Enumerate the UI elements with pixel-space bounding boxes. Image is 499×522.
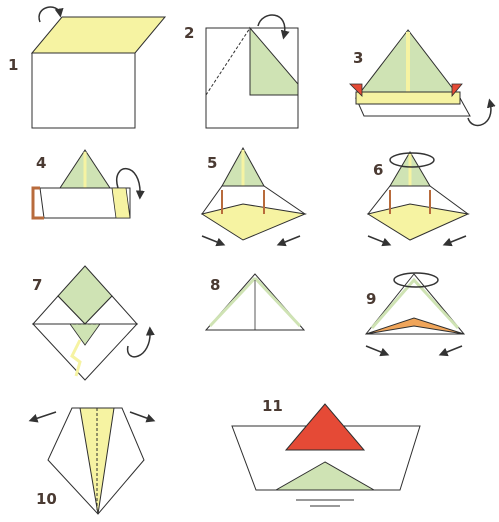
step-3: 3 bbox=[350, 30, 491, 125]
step-3-fold-arrow-icon bbox=[468, 102, 491, 125]
step-10: 10 bbox=[32, 408, 152, 514]
step-3-brim-strip bbox=[356, 92, 460, 104]
step-3-number: 3 bbox=[353, 49, 363, 67]
step-6-number: 6 bbox=[373, 161, 383, 179]
step-6-right-push-arrow-icon bbox=[446, 236, 466, 244]
step-5-left-push-arrow-icon bbox=[202, 236, 222, 244]
step-4: 4 bbox=[33, 150, 140, 218]
step-2: 2 bbox=[184, 15, 298, 128]
step-10-right-pull-arrow-icon bbox=[130, 412, 152, 420]
step-9-right-push-arrow-icon bbox=[442, 346, 462, 354]
step-11: 11 bbox=[232, 397, 420, 506]
step-9: 9 bbox=[366, 273, 464, 354]
step-7: 7 bbox=[32, 266, 150, 380]
step-1-number: 1 bbox=[8, 56, 18, 74]
step-9-left-push-arrow-icon bbox=[366, 346, 386, 354]
step-9-number: 9 bbox=[366, 290, 376, 308]
step-1-folded-flap bbox=[32, 17, 165, 53]
step-7-number: 7 bbox=[32, 276, 42, 294]
step-8-number: 8 bbox=[210, 276, 220, 294]
step-6-left-push-arrow-icon bbox=[368, 236, 388, 244]
step-1-paper bbox=[32, 53, 135, 128]
step-5-number: 5 bbox=[207, 154, 217, 172]
step-6: 6 bbox=[368, 152, 468, 244]
step-1: 1 bbox=[8, 7, 165, 128]
step-4-number: 4 bbox=[36, 154, 46, 172]
step-8: 8 bbox=[206, 274, 304, 330]
step-7-fold-arrow-icon bbox=[128, 330, 150, 357]
step-10-left-pull-arrow-icon bbox=[32, 412, 56, 420]
step-2-number: 2 bbox=[184, 24, 194, 42]
step-5: 5 bbox=[202, 148, 305, 244]
step-5-right-push-arrow-icon bbox=[280, 236, 300, 244]
step-10-number: 10 bbox=[36, 490, 57, 508]
step-1-fold-arrow-icon bbox=[39, 7, 60, 22]
step-11-number: 11 bbox=[262, 397, 283, 415]
